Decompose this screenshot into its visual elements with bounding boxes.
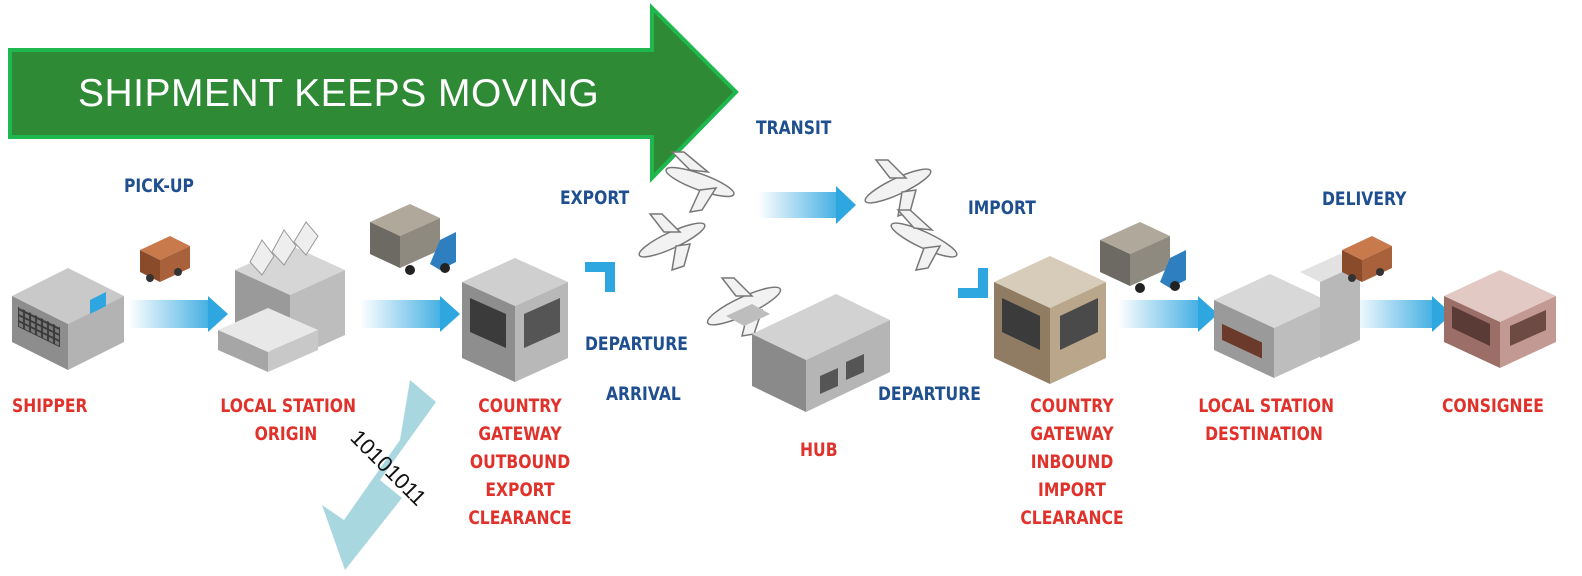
node-shipper: SHIPPER [12, 392, 88, 420]
node-gateway-outbound-line: EXPORT [485, 479, 555, 501]
truck-origin-icon [370, 204, 456, 275]
node-local-origin: LOCAL STATION ORIGIN [220, 392, 357, 448]
plane-import-icon [890, 209, 958, 271]
node-gateway-inbound-line: INBOUND [1030, 451, 1114, 473]
plane-export-2-icon [638, 213, 706, 272]
step-departure-1: DEPARTURE [585, 333, 688, 355]
delivery-van-icon [1342, 236, 1392, 282]
plane-transit-icon [864, 159, 932, 218]
node-shipper-line: SHIPPER [12, 395, 88, 417]
node-gateway-outbound-line: CLEARANCE [468, 507, 572, 529]
node-gateway-inbound: COUNTRY GATEWAY INBOUND IMPORT CLEARANCE [1015, 392, 1130, 532]
step-delivery: DELIVERY [1322, 188, 1407, 210]
step-pickup: PICK-UP [124, 175, 194, 197]
node-gateway-inbound-line: COUNTRY [1030, 395, 1114, 417]
node-hub: HUB [800, 436, 838, 464]
node-local-origin-line: LOCAL STATION [220, 395, 357, 417]
flow-arrow-1-icon [128, 296, 228, 332]
flow-arrow-3-icon [1118, 296, 1218, 332]
node-local-destination: LOCAL STATION DESTINATION [1198, 392, 1335, 448]
node-gateway-outbound: COUNTRY GATEWAY OUTBOUND EXPORT CLEARANC… [463, 392, 578, 532]
data-transfer-arrow [322, 380, 436, 570]
arrival-arrow-icon [958, 268, 988, 298]
banner-arrow-shape [8, 3, 739, 183]
flow-arrow-4-icon [1352, 296, 1452, 332]
truck-destination-icon [1100, 222, 1186, 293]
node-hub-line: HUB [800, 439, 838, 461]
step-arrival: ARRIVAL [606, 383, 681, 405]
pickup-van-icon [140, 236, 190, 282]
gateway-inbound-icon [994, 256, 1106, 384]
flow-arrow-transit-icon [758, 186, 856, 224]
banner-title: SHIPMENT KEEPS MOVING [78, 72, 600, 115]
departure-arrow-icon [585, 262, 615, 292]
node-consignee: CONSIGNEE [1442, 392, 1544, 420]
local-station-origin-icon [218, 221, 345, 372]
flow-arrow-2-icon [360, 296, 460, 332]
shipper-building-icon [12, 268, 124, 370]
local-station-destination-icon [1214, 254, 1360, 378]
step-departure-2: DEPARTURE [878, 383, 981, 405]
node-gateway-outbound-line: COUNTRY [478, 395, 562, 417]
node-local-destination-line: LOCAL STATION [1198, 395, 1335, 417]
node-gateway-inbound-line: IMPORT [1038, 479, 1106, 501]
step-export: EXPORT [560, 187, 630, 209]
node-gateway-outbound-line: GATEWAY [478, 423, 562, 445]
step-import: IMPORT [968, 197, 1036, 219]
consignee-building-icon [1444, 270, 1556, 368]
node-local-origin-line: ORIGIN [254, 423, 318, 445]
plane-export-icon [665, 151, 735, 213]
node-gateway-inbound-line: GATEWAY [1030, 423, 1114, 445]
node-gateway-outbound-line: OUTBOUND [469, 451, 571, 473]
node-consignee-line: CONSIGNEE [1442, 395, 1544, 417]
gateway-outbound-icon [462, 258, 568, 382]
step-transit: TRANSIT [756, 117, 832, 139]
node-local-destination-line: DESTINATION [1205, 423, 1323, 445]
hub-building-icon [726, 294, 890, 412]
node-gateway-inbound-line: CLEARANCE [1020, 507, 1124, 529]
